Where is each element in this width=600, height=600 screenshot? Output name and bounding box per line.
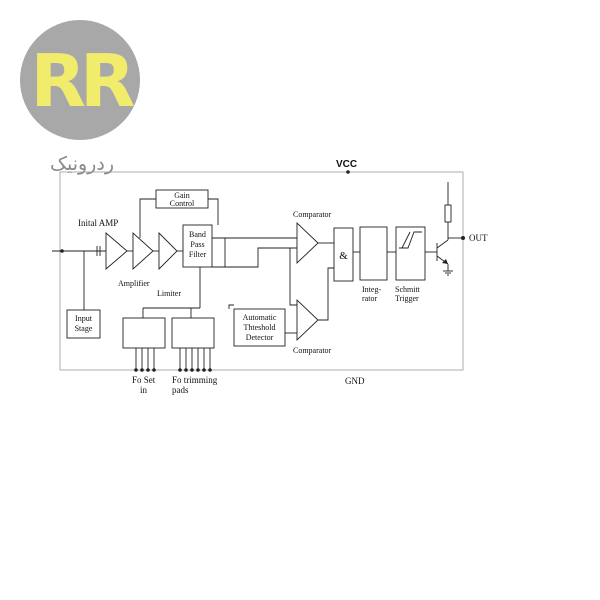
initial-amp-label: Inital AMP [78,218,118,228]
brand-logo: RR [20,20,140,140]
threshold-detector-block [233,308,286,347]
input-stage-label-2: Stage [75,324,93,333]
fo-set-block [122,317,166,349]
logo-letters: RR [31,39,134,123]
threshold-label-1: Automatic [243,313,277,322]
fo-set-pins [134,348,156,372]
vcc-node [346,170,350,174]
input-stage-block [66,309,101,339]
bpf-label-3: Filter [189,250,207,259]
comparator-wiring [228,248,334,334]
schmitt-trigger-block [395,226,426,281]
fo-set-label-1: Fo Set [132,375,156,385]
vcc-label: VCC [336,159,357,170]
comparator-bottom-triangle [296,298,319,342]
gain-control-label-1: Gain [174,191,190,200]
schmitt-label-1: Schmitt [395,285,421,294]
brand-name: ردرونیک [50,153,114,175]
comparator-bottom-label: Comparator [293,346,332,355]
threshold-label-2: Thteshold [244,323,276,332]
input-wiring [52,246,106,310]
bpf-label-2: Pass [190,240,204,249]
comparator-top-label: Comparator [293,210,332,219]
limiter-label: Limiter [157,289,181,298]
integrator-label-1: Integ- [362,285,381,294]
fo-trimming-label-2: pads [172,385,189,395]
out-label: OUT [469,233,488,243]
integrator-block [359,226,388,281]
pullup-resistor [444,204,452,223]
logo-circle [20,20,140,140]
fo-trimming-block [171,317,215,349]
hysteresis-icon [399,231,422,249]
integrator-label-2: rator [362,294,377,303]
fo-trimming-label-1: Fo trimming [172,375,218,385]
band-pass-filter-block [182,224,213,268]
and-gate-block [333,227,354,282]
gain-control-wiring [139,198,219,238]
chip-outline [59,171,464,371]
filter-output-wiring [142,237,297,318]
fo-trimming-pins [178,348,212,372]
output-transistor [436,182,465,276]
gnd-label: GND [345,376,365,386]
amp-triangle-1 [105,232,128,270]
input-stage-label-1: Input [75,314,93,323]
amp-triangle-2 [132,231,154,271]
fo-set-label-2: in [140,385,148,395]
amp-triangle-3 [158,231,178,271]
schmitt-label-2: Trigger [395,294,419,303]
threshold-label-3: Detector [246,333,274,342]
and-gate-label: & [339,250,348,262]
amplifier-label: Amplifier [118,279,150,288]
comparator-top-triangle [296,221,319,265]
gain-control-label-2: Control [170,199,195,208]
bpf-label-1: Band [189,230,206,239]
